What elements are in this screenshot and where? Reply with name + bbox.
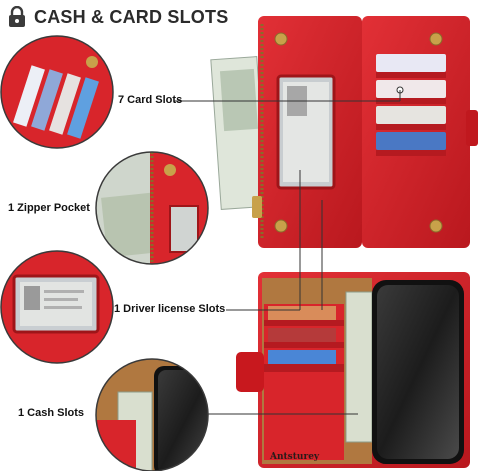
callout-card-slots: 7 Card Slots <box>118 94 183 106</box>
detail-circle-cards <box>0 35 114 149</box>
card-slots-group <box>376 54 446 156</box>
card <box>268 350 336 364</box>
card <box>268 328 336 342</box>
wallet-strap <box>466 110 478 146</box>
page-title: CASH & CARD SLOTS <box>34 6 229 27</box>
cash-bill-top <box>210 56 268 210</box>
callout-cash-slots: 1 Cash Slots <box>18 407 85 419</box>
snap-button <box>274 32 288 46</box>
detail-circle-cash <box>95 358 209 471</box>
lock-shield-icon <box>9 6 25 27</box>
callout-license-slots: 1 Driver license Slots <box>114 303 226 315</box>
slot-edge <box>264 364 344 372</box>
cash-bill-bottom <box>345 291 373 443</box>
zipper-pull <box>252 196 262 218</box>
slot-edge <box>376 124 446 130</box>
card-slot <box>376 80 446 98</box>
card-slot <box>376 132 446 150</box>
snap-button <box>429 32 443 46</box>
header: CASH & CARD SLOTS <box>6 4 228 30</box>
card-slot <box>376 106 446 124</box>
snap-button <box>274 219 288 233</box>
phone-screen <box>377 285 459 459</box>
slot-edge <box>376 72 446 78</box>
slot-edge <box>376 98 446 104</box>
card-slot <box>376 54 446 72</box>
callout-zipper-pocket: 1 Zipper Pocket <box>8 202 90 214</box>
slot-edge <box>264 320 344 326</box>
detail-circle-zipper <box>95 151 209 265</box>
card-pocket-panel <box>264 304 344 460</box>
slot-edge <box>264 342 344 348</box>
wallet-strap <box>236 352 264 392</box>
snap-button <box>429 219 443 233</box>
wallet-top <box>210 16 478 248</box>
detail-circle-license <box>0 250 114 364</box>
wallet-bottom <box>236 272 470 468</box>
slot-edge <box>376 150 446 156</box>
brand-logo: Antsturey <box>270 452 320 462</box>
card <box>268 306 336 320</box>
